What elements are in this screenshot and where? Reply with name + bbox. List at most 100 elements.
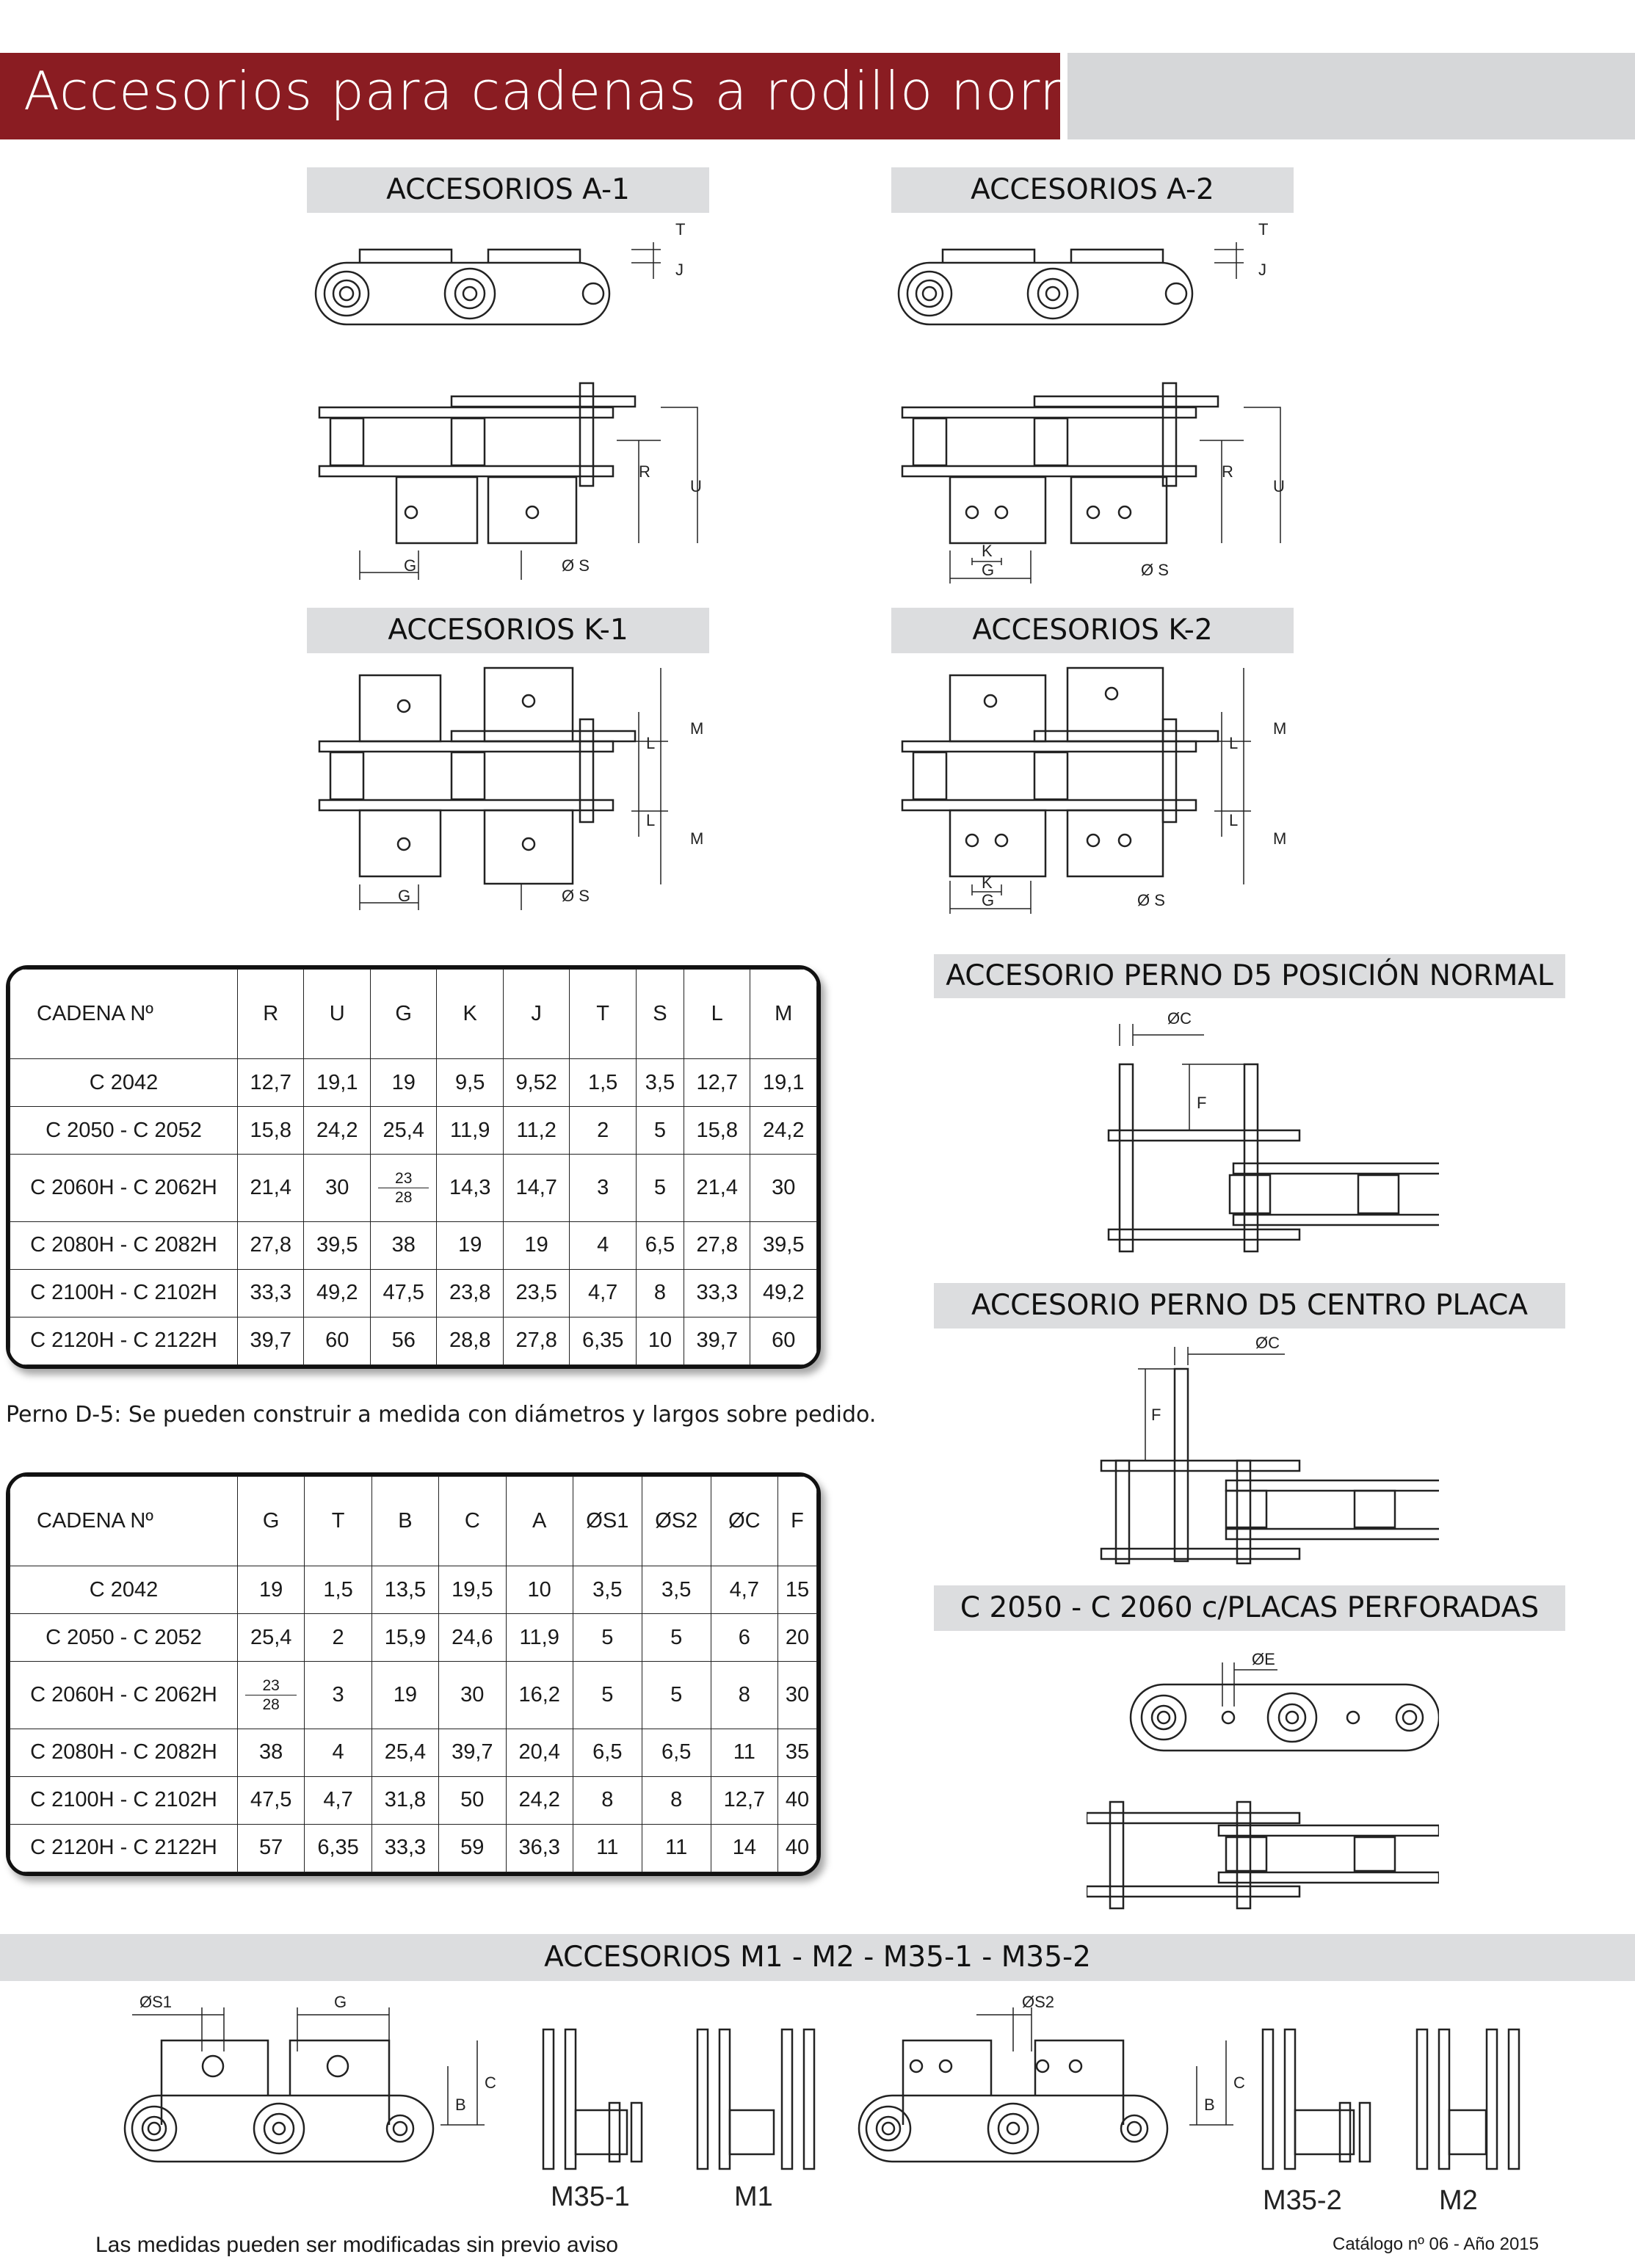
table-cell: 20,4 bbox=[505, 1728, 573, 1777]
label-m1: M1 bbox=[734, 2181, 773, 2212]
table-header-cell: L bbox=[683, 969, 751, 1059]
table-header-cell: F bbox=[777, 1476, 817, 1566]
table-cell: 30 bbox=[303, 1154, 371, 1222]
table-cell: C 2100H - C 2102H bbox=[10, 1775, 238, 1825]
table-cell: C 2050 - C 2052 bbox=[10, 1106, 238, 1155]
table-cell: 4 bbox=[569, 1221, 637, 1270]
table-cell: 6,35 bbox=[304, 1823, 372, 1872]
table-header-cell: U bbox=[303, 969, 371, 1059]
table-cell: C 2042 bbox=[10, 1565, 238, 1615]
table-cell: 39,7 bbox=[683, 1316, 751, 1365]
table-cell: 6 bbox=[710, 1613, 779, 1662]
table-header-cell: C bbox=[438, 1476, 507, 1566]
section-title-perno-normal: ACCESORIO PERNO D5 POSICIÓN NORMAL bbox=[934, 954, 1565, 998]
table-cell: C 2060H - C 2062H bbox=[10, 1661, 238, 1729]
table-header-cell: T bbox=[304, 1476, 372, 1566]
table-cell: 49,2 bbox=[303, 1268, 371, 1317]
table-cell: 13,5 bbox=[371, 1565, 440, 1615]
table-cell: 33,3 bbox=[236, 1268, 305, 1317]
table-header-cell: ØS2 bbox=[641, 1476, 711, 1566]
table-cell: 1,5 bbox=[304, 1565, 372, 1615]
table-cell: 39,5 bbox=[750, 1221, 817, 1270]
table-cell: C 2120H - C 2122H bbox=[10, 1316, 238, 1365]
table-cell: 12,7 bbox=[683, 1058, 751, 1108]
table-cell: 25,4 bbox=[369, 1106, 438, 1155]
table-cell: 10 bbox=[635, 1316, 684, 1365]
dim-label-s: Ø S bbox=[1141, 561, 1169, 579]
table-cell: 12,7 bbox=[710, 1775, 779, 1825]
table-cell: 30 bbox=[438, 1661, 507, 1729]
dim-label-s1: ØS1 bbox=[139, 1993, 172, 2011]
label-m2: M2 bbox=[1439, 2185, 1478, 2216]
dim-label-r: R bbox=[1222, 462, 1233, 481]
table-header-cell: S bbox=[635, 969, 684, 1059]
table-cell: 31,8 bbox=[371, 1775, 440, 1825]
table-cell: C 2060H - C 2062H bbox=[10, 1154, 238, 1222]
dim-label-j: J bbox=[1258, 261, 1266, 279]
dim-label-g-m: G bbox=[334, 1993, 347, 2011]
table-cell: 8 bbox=[572, 1775, 642, 1825]
dim-label-m-upper: M bbox=[690, 719, 703, 738]
drawing-a2: T J R U K G Ø S bbox=[891, 220, 1302, 587]
table-cell: 35 bbox=[777, 1728, 817, 1777]
table-header-cell: T bbox=[569, 969, 637, 1059]
table-cell: 4 bbox=[304, 1728, 372, 1777]
dim-label-g: G bbox=[982, 561, 994, 579]
section-title-perforadas: C 2050 - C 2060 c/PLACAS PERFORADAS bbox=[934, 1585, 1565, 1631]
dim-label-f: F bbox=[1151, 1406, 1161, 1424]
table-cell: 10 bbox=[505, 1565, 573, 1615]
dim-label-s2: ØS2 bbox=[1022, 1993, 1054, 2011]
table-cell: 19 bbox=[371, 1661, 440, 1729]
drawing-m-series: ØS1 G B C M35-1 M1 ØS2 B C M35-2 M2 bbox=[95, 1985, 1534, 2220]
dim-label-l-lower: L bbox=[646, 811, 655, 829]
table-cell: 24,2 bbox=[505, 1775, 573, 1825]
table-cell: 19,1 bbox=[750, 1058, 817, 1108]
table-cell: 36,3 bbox=[505, 1823, 573, 1872]
drawing-perno-normal: ØC F bbox=[1087, 1002, 1439, 1259]
table-cell: 5 bbox=[572, 1661, 642, 1729]
table-cell: 5 bbox=[641, 1613, 711, 1662]
table-cell: 38 bbox=[236, 1728, 305, 1777]
table-cell: 11,9 bbox=[505, 1613, 573, 1662]
table-cell: 21,4 bbox=[683, 1154, 751, 1222]
table-cell: C 2050 - C 2052 bbox=[10, 1613, 238, 1662]
dim-label-m-lower: M bbox=[1273, 829, 1286, 848]
table-cell: 24,2 bbox=[303, 1106, 371, 1155]
table-cell: 33,3 bbox=[683, 1268, 751, 1317]
table-cell: 50 bbox=[438, 1775, 507, 1825]
section-title-a2: ACCESORIOS A-2 bbox=[891, 167, 1294, 213]
table-cell: 23,8 bbox=[436, 1268, 504, 1317]
table-cell: 56 bbox=[369, 1316, 438, 1365]
table-cell: 11,9 bbox=[436, 1106, 504, 1155]
dim-label-c-left: C bbox=[485, 2073, 496, 2092]
table-cell: 49,2 bbox=[750, 1268, 817, 1317]
table-header-cell: CADENA Nº bbox=[10, 969, 238, 1059]
dim-label-g: G bbox=[404, 556, 416, 575]
table-cell: 27,8 bbox=[236, 1221, 305, 1270]
header-bar bbox=[0, 53, 1060, 139]
dim-label-l-upper: L bbox=[1229, 734, 1238, 752]
table-cell: 2 bbox=[569, 1106, 637, 1155]
dim-label-g: G bbox=[982, 891, 994, 909]
table-cell: 25,4 bbox=[371, 1728, 440, 1777]
table-cell: C 2080H - C 2082H bbox=[10, 1728, 238, 1777]
table-cell: 14,7 bbox=[502, 1154, 570, 1222]
table-cell: 6,5 bbox=[572, 1728, 642, 1777]
table-cell: 25,4 bbox=[236, 1613, 305, 1662]
dim-label-m-upper: M bbox=[1273, 719, 1286, 738]
table-cell: 3,5 bbox=[641, 1565, 711, 1615]
dim-label-l-lower: L bbox=[1229, 811, 1238, 829]
dim-label-u: U bbox=[1273, 477, 1285, 495]
table-cell: 6,5 bbox=[641, 1728, 711, 1777]
table-cell: 11 bbox=[572, 1823, 642, 1872]
table-cell: 40 bbox=[777, 1775, 817, 1825]
table-cell: 19,5 bbox=[438, 1565, 507, 1615]
dim-label-f: F bbox=[1197, 1094, 1206, 1112]
drawing-k2: L L M M K G Ø S bbox=[891, 661, 1302, 925]
dim-label-u: U bbox=[690, 477, 702, 495]
dim-label-g: G bbox=[398, 887, 410, 905]
